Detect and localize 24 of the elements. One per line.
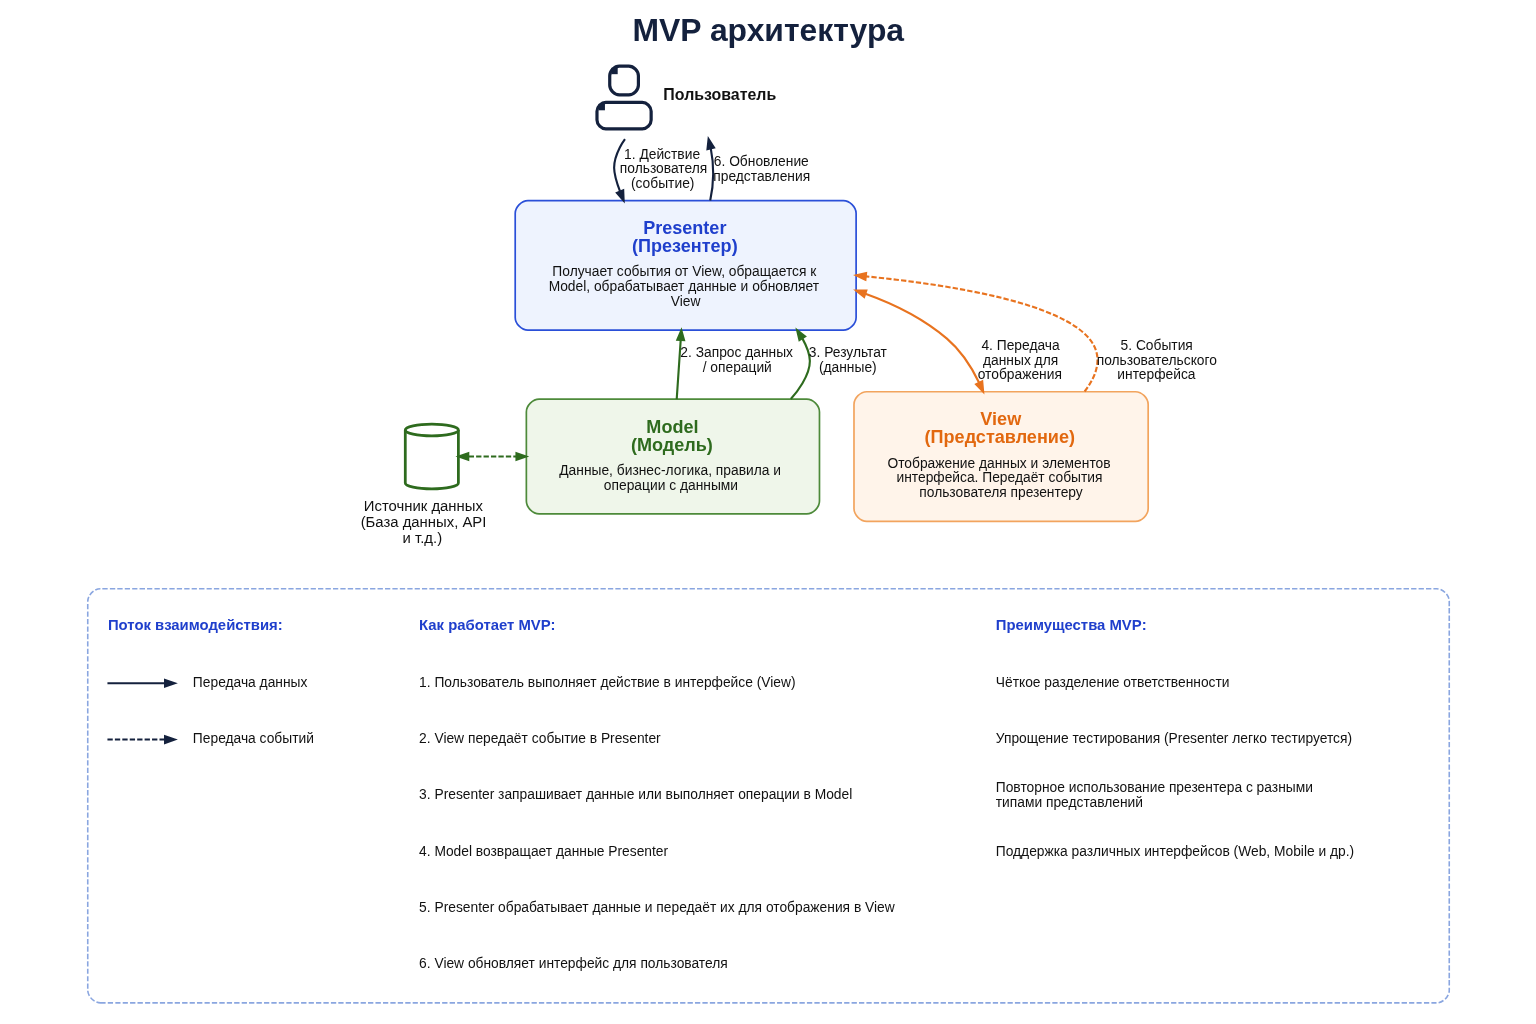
node-label: Пользователь bbox=[662, 86, 776, 104]
diagram-title: MVP архитектура bbox=[632, 12, 904, 49]
legend-label: Передача данных bbox=[192, 674, 307, 690]
label: Поддержка различных интерфейсов (Web, Mobile и др.) bbox=[995, 843, 1354, 859]
label: Преимущества MVP: bbox=[995, 617, 1147, 634]
node-label: Источник данных (База данных, API и т.д.) bbox=[360, 498, 486, 547]
label: Повторное использование презентера с разными типами представлений bbox=[995, 780, 1313, 810]
edge-label: 5. События пользовательского интерфейса bbox=[1096, 337, 1217, 383]
label: Упрощение тестирования (Presenter легко тестируется) bbox=[995, 731, 1352, 747]
label: 5. Presenter обрабатывает данные и передаёт их для отображения в View bbox=[418, 900, 895, 916]
label: 2. View передаёт событие в Presenter bbox=[418, 731, 661, 747]
edge-label: 2. Запрос данных / операций bbox=[679, 345, 793, 375]
label: Чёткое разделение ответственности bbox=[995, 674, 1230, 690]
edge-label: 6. Обновление представления bbox=[712, 153, 810, 184]
label: Как работает MVP: bbox=[418, 617, 556, 634]
edge-label: 3. Результат (данные) bbox=[808, 345, 887, 375]
label: Поток взаимодействия: bbox=[107, 617, 283, 634]
label: 4. Model возвращает данные Presenter bbox=[418, 843, 668, 859]
label: 6. View обновляет интерфейс для пользователя bbox=[418, 956, 728, 972]
edge-label: 1. Действие пользователя (событие) bbox=[619, 146, 707, 192]
edge-label: 4. Передача данных для отображения bbox=[977, 337, 1062, 383]
label: 1. Пользователь выполняет действие в интерфейсе (View) bbox=[418, 674, 796, 690]
label: 3. Presenter запрашивает данные или выполняет операции в Model bbox=[418, 787, 852, 803]
legend-label: Передача событий bbox=[192, 731, 314, 747]
